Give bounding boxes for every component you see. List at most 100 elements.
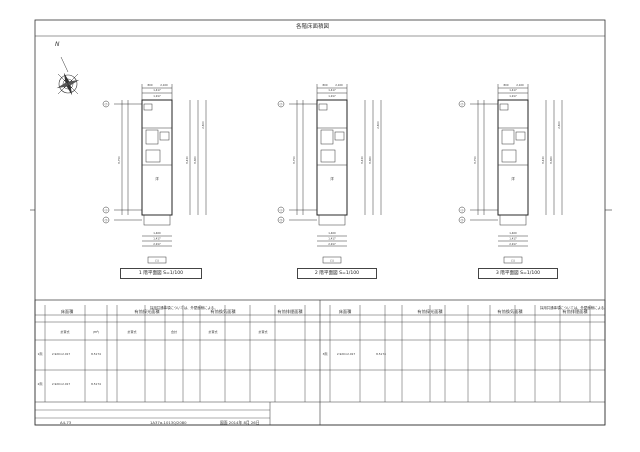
dim-text-bottom-a: 1,400 <box>328 231 336 235</box>
footer-drawing-number: 1A37a-10130/2080 <box>150 420 187 425</box>
kitchen-unit <box>145 149 161 163</box>
plan-outline <box>141 99 173 216</box>
dim-text-right-c: 8,360 <box>368 156 372 164</box>
table-row-value: 2.920×2.917 <box>52 382 71 386</box>
plan-outline <box>316 99 348 216</box>
toilet-unit <box>334 131 345 141</box>
compass-north-label: N <box>55 41 60 48</box>
dim-text-top-d: 1,917 <box>153 94 161 98</box>
axis-label-2: (ｲ) <box>461 209 464 212</box>
dim-text-top-b: 2,100 <box>335 83 343 87</box>
plan-label-3: 3 階平面図 S=1/100 <box>478 268 558 279</box>
axis-marker-box <box>503 256 523 264</box>
balcony <box>318 214 346 226</box>
dim-text-right-b: 8,430 <box>541 156 545 164</box>
axis-label-1: (ｱ) <box>280 102 283 106</box>
axis-marker-box <box>322 256 342 264</box>
dim-text-right-d: 2,600 <box>376 121 380 129</box>
dim-text-top-d: 1,917 <box>328 94 336 98</box>
area-table-left: 床面積有効採光面積有効換気面積有効排煙面積計算式(ｍ²)計算式合計計算式計算式1… <box>35 305 320 402</box>
kitchen-unit <box>501 149 517 163</box>
dim-text-right-b: 8,430 <box>185 156 189 164</box>
dim-text-bottom-a: 1,400 <box>509 231 517 235</box>
axis-bubble <box>458 100 466 108</box>
plan-label-2: 2 階平面図 S=1/100 <box>297 268 377 279</box>
dim-text-left-a: 8,750 <box>117 156 121 164</box>
dim-text-top-d: 1,917 <box>509 94 517 98</box>
table-row-label: 3階 <box>323 351 328 356</box>
entrance-box <box>499 103 509 111</box>
dim-text-top-c: 1,417 <box>328 88 336 92</box>
compass-rose-icon <box>56 56 80 96</box>
table-sub-header: 合計 <box>171 329 177 334</box>
toilet-unit <box>159 131 170 141</box>
axis-label-2: (ｲ) <box>105 209 108 212</box>
dim-text-top-b: 2,100 <box>516 83 524 87</box>
axis-label-1: (ｱ) <box>461 102 464 106</box>
bath-unit <box>145 129 159 145</box>
table-col-header: 有効排煙面積 <box>562 308 588 315</box>
dim-text-bottom-b: 1,417 <box>328 237 336 241</box>
plan-room-label: 洋 <box>330 176 334 181</box>
table-row-label: 1階 <box>38 351 43 356</box>
dim-text-bottom-c: 2,917 <box>509 242 517 246</box>
dim-text-bottom-b: 1,417 <box>153 237 161 241</box>
dim-text-left-a: 8,750 <box>292 156 296 164</box>
axis-label-3: (ｳ) <box>105 218 108 222</box>
table-note-left: 採用共通事項については、外壁面積による。 <box>150 306 218 310</box>
dim-text-top-a: 800 <box>323 83 328 87</box>
table-row-total: 8.5174 <box>91 382 101 386</box>
dim-text-bottom-a: 1,400 <box>153 231 161 235</box>
bath-unit <box>320 129 334 145</box>
table-row-value: 2.920×2.917 <box>337 352 356 356</box>
axis-col-label: (1) <box>511 260 514 263</box>
dim-text-right-d: 2,600 <box>201 121 205 129</box>
table-sub-header: 計算式 <box>127 329 136 334</box>
dim-text-bottom-c: 2,917 <box>153 242 161 246</box>
table-col-header: 有効排煙面積 <box>277 308 303 315</box>
plan-label-1: 1 階平面図 S=1/100 <box>120 268 202 279</box>
table-sub-header: 計算式 <box>258 329 267 334</box>
table-col-header: 有効採光面積 <box>134 308 160 315</box>
dim-text-top-c: 1,417 <box>153 88 161 92</box>
sheet-title: 各階床面積図 <box>296 24 330 30</box>
table-sub-header: 計算式 <box>60 329 69 334</box>
bath-unit <box>501 129 515 145</box>
kitchen-unit <box>320 149 336 163</box>
axis-bubble <box>277 100 285 108</box>
table-row-total: 8.5174 <box>376 352 386 356</box>
dim-text-top-a: 800 <box>504 83 509 87</box>
dim-text-top-a: 800 <box>148 83 153 87</box>
entrance-box <box>143 103 153 111</box>
axis-marker-box <box>147 256 167 264</box>
balcony <box>499 214 527 226</box>
plan-room-label: 洋 <box>155 176 159 181</box>
dim-text-bottom-c: 2,917 <box>328 242 336 246</box>
footer-date: 図面 2014年 8月 26日 <box>220 420 260 425</box>
axis-col-label: (1) <box>330 260 333 263</box>
axis-bubble <box>102 100 110 108</box>
dim-text-top-c: 1,417 <box>509 88 517 92</box>
table-col-header: 床面積 <box>339 308 352 315</box>
table-col-header: 有効換気面積 <box>497 308 523 315</box>
entrance-box <box>318 103 328 111</box>
footer-left-code: A4-73 <box>60 420 72 425</box>
axis-bubble <box>458 216 466 224</box>
table-sub-header: (ｍ²) <box>93 330 100 334</box>
axis-bubble <box>102 216 110 224</box>
table-note-right: 採用共通事項については、外壁面積による。 <box>540 306 608 310</box>
dim-text-right-d: 2,600 <box>557 121 561 129</box>
dim-text-top-b: 2,100 <box>160 83 168 87</box>
balcony <box>143 214 171 226</box>
dim-text-right-c: 8,360 <box>193 156 197 164</box>
table-row-label: 2階 <box>38 381 43 386</box>
axis-bubble <box>102 206 110 214</box>
axis-label-2: (ｲ) <box>280 209 283 212</box>
table-row-total: 8.5174 <box>91 352 101 356</box>
axis-label-3: (ｳ) <box>280 218 283 222</box>
